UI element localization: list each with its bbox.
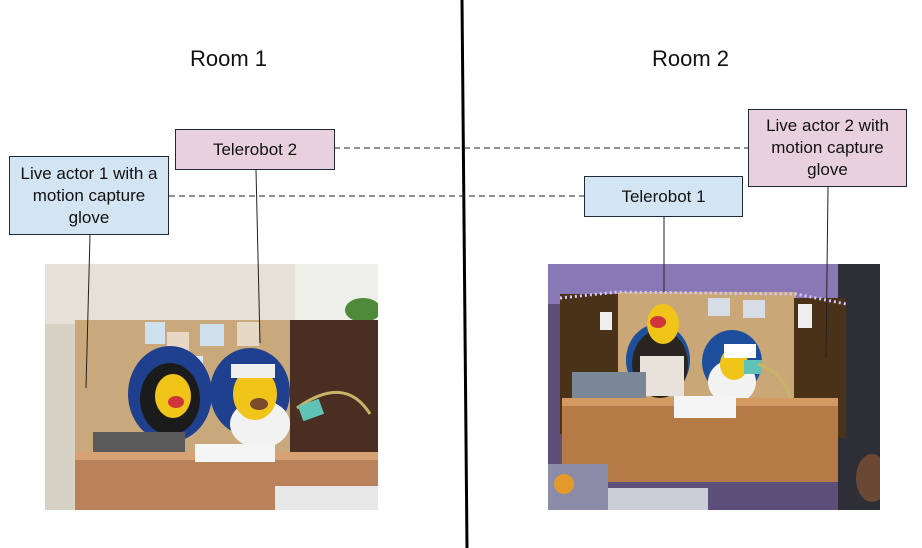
room-divider — [460, 0, 469, 548]
telerobot-1-text: Telerobot 1 — [621, 186, 706, 206]
live-actor-2-text: Live actor 2 with motion capture glove — [766, 116, 889, 179]
telerobot-2-label: Telerobot 2 — [175, 129, 335, 170]
live-actor-1-text: Live actor 1 with a motion capture glove — [20, 163, 158, 227]
room-1-title: Room 1 — [190, 46, 268, 71]
live-actor-2-label: Live actor 2 with motion capture glove — [748, 109, 907, 187]
telerobot-1-label: Telerobot 1 — [584, 176, 743, 217]
room-2-scene — [548, 264, 880, 510]
room-1-photo — [45, 264, 378, 510]
live-actor-1-label: Live actor 1 with a motion capture glove — [9, 156, 169, 235]
room-2-photo — [548, 264, 880, 510]
room-2-title: Room 2 — [652, 46, 730, 71]
room-1-scene — [45, 264, 378, 510]
telerobot-2-text: Telerobot 2 — [212, 139, 298, 159]
